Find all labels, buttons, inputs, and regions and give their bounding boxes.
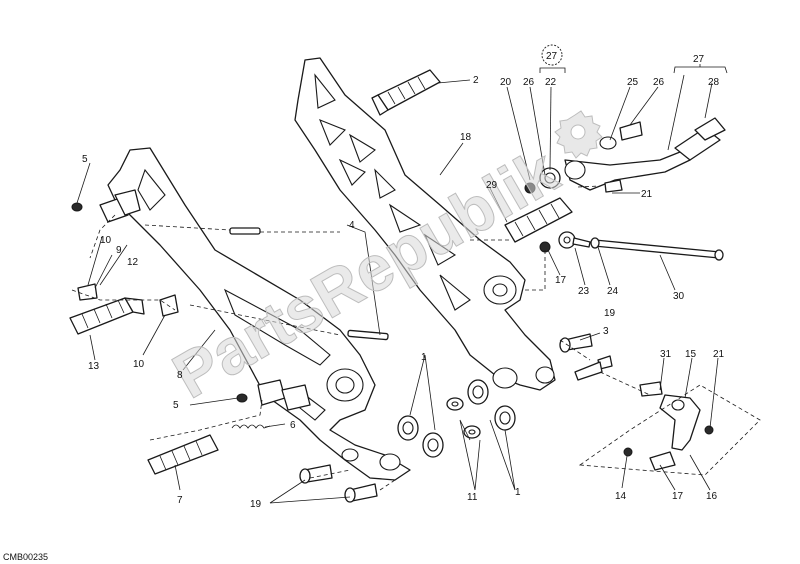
- label-6: 6: [290, 420, 296, 431]
- label-15: 15: [685, 349, 697, 360]
- label-14: 14: [615, 491, 627, 502]
- footpeg-rubber-upper: [371, 69, 441, 116]
- footpeg-rubber-7: [147, 434, 219, 475]
- label-23: 23: [578, 286, 590, 297]
- label-1-bottom: 1: [515, 487, 521, 498]
- label-5-top: 5: [82, 154, 88, 165]
- label-12: 12: [127, 257, 139, 268]
- label-24: 24: [607, 286, 619, 297]
- label-13: 13: [88, 361, 100, 372]
- label-8: 8: [177, 370, 183, 381]
- footpeg-clevis-brackets: [77, 189, 311, 411]
- assembly-lines: [71, 185, 761, 491]
- label-4: 4: [349, 220, 355, 231]
- label-7: 7: [177, 495, 183, 506]
- label-17-right: 17: [672, 491, 684, 502]
- leader-lines: [76, 64, 728, 504]
- label-9: 9: [116, 245, 122, 256]
- pivot-pins: [229, 227, 389, 341]
- label-10-bottom: 10: [133, 359, 145, 370]
- label-18: 18: [460, 132, 472, 143]
- washers: [446, 397, 481, 439]
- label-26-left: 26: [523, 77, 535, 88]
- label-17-upper: 17: [555, 275, 567, 286]
- label-31: 31: [660, 349, 672, 360]
- label-26-right: 26: [653, 77, 665, 88]
- label-29: 29: [486, 180, 498, 191]
- label-27-lever: 27: [693, 54, 705, 65]
- label-2: 2: [473, 75, 479, 86]
- label-3: 3: [603, 326, 609, 337]
- callout-labels: 2 3 4 5 5 6 7 8 9 10 10 11 12 13 14 15 1…: [82, 51, 725, 510]
- right-footpeg-hanger: [294, 57, 556, 391]
- gear-lever-assembly: [524, 117, 726, 194]
- gear-linkage-rod: [590, 237, 724, 261]
- label-16: 16: [706, 491, 718, 502]
- figure-code: CMB00235: [3, 552, 48, 562]
- selector-arm-assembly: [623, 381, 714, 471]
- label-21-right: 21: [713, 349, 725, 360]
- label-19-right: 19: [604, 308, 616, 319]
- label-28: 28: [708, 77, 720, 88]
- label-25: 25: [627, 77, 639, 88]
- label-27-badge: 27: [546, 51, 558, 62]
- label-22: 22: [545, 77, 557, 88]
- part-27-badge-icon: [541, 44, 563, 66]
- footpeg-rubber-right: [504, 197, 573, 243]
- label-11: 11: [467, 492, 478, 503]
- nuts: [71, 202, 248, 403]
- rubber-bushings: [397, 379, 516, 458]
- label-21-top: 21: [641, 189, 653, 200]
- label-20: 20: [500, 77, 512, 88]
- label-5-bottom: 5: [173, 400, 179, 411]
- label-1-left: 1: [421, 352, 427, 363]
- label-30: 30: [673, 291, 685, 302]
- footpeg-rubber-13: [69, 297, 145, 335]
- label-10-top: 10: [100, 235, 112, 246]
- label-19-bottom: 19: [250, 499, 262, 510]
- rod-end: [539, 231, 591, 253]
- left-footpeg-hanger: [107, 147, 411, 481]
- return-spring: [231, 424, 271, 429]
